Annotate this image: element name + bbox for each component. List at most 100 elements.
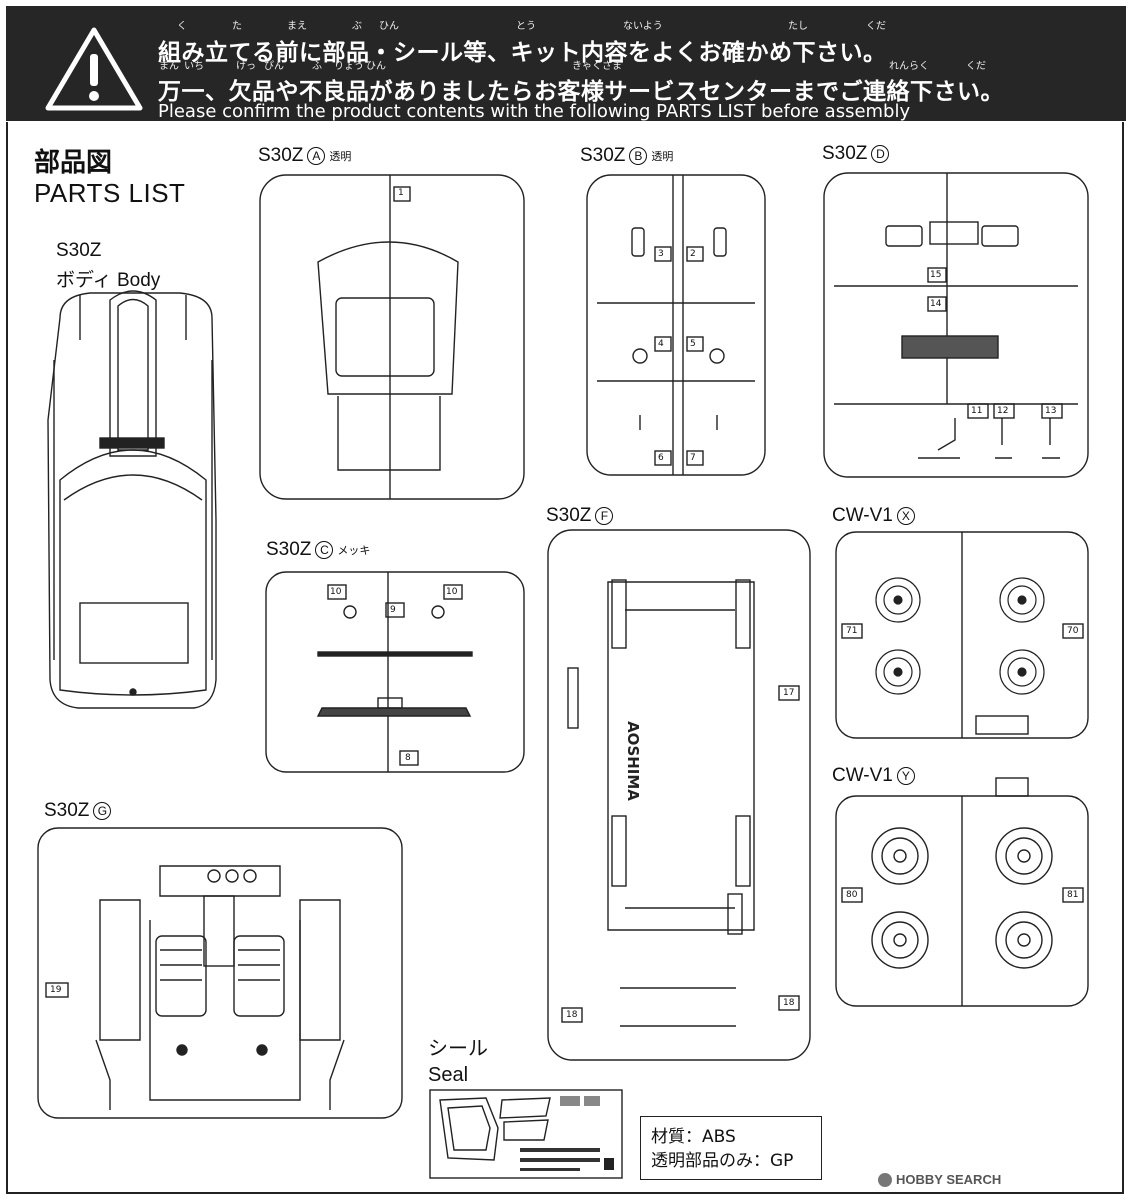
furigana: ぴん bbox=[264, 61, 284, 72]
sprue-model: S30Z bbox=[822, 143, 868, 164]
sprue-model: S30Z bbox=[44, 800, 90, 821]
furigana: たし bbox=[788, 21, 808, 32]
banner-line-3: Please confirm the product contents with… bbox=[158, 101, 911, 122]
sprue-f-label: S30Z F bbox=[546, 505, 614, 527]
body-drawing bbox=[47, 290, 217, 709]
seal-label: シール Seal bbox=[428, 1036, 488, 1088]
body-label: S30Z ボディ Body bbox=[56, 236, 160, 296]
part-number: 2 bbox=[690, 249, 696, 259]
sprue-f-drawing bbox=[547, 529, 811, 1061]
furigana: りょう bbox=[334, 61, 364, 72]
material-line: 透明部品のみ：GP bbox=[651, 1151, 794, 1171]
seal-label-jp: シール bbox=[428, 1038, 488, 1060]
furigana: けっ bbox=[236, 61, 256, 72]
sprue-note: メッキ bbox=[337, 545, 371, 557]
part-number: 10 bbox=[446, 587, 458, 597]
seal-label-en: Seal bbox=[428, 1064, 469, 1086]
part-number: 7 bbox=[690, 453, 696, 463]
furigana: ひん bbox=[366, 61, 386, 72]
warning-triangle-icon bbox=[45, 27, 143, 111]
part-number: 81 bbox=[1067, 890, 1079, 900]
part-number: 19 bbox=[50, 985, 62, 995]
banner-line-1: 組み立てる前に部品・シール等、キット内容をよくお確かめ下さい。 bbox=[158, 40, 887, 66]
furigana: きゃく bbox=[572, 61, 602, 72]
sprue-b-drawing bbox=[586, 174, 766, 476]
sprue-note: 透明 bbox=[651, 151, 674, 163]
warning-banner: く た まえ ぶ ひん とう ないよう たし くだ 組み立てる前に部品・シール等… bbox=[6, 6, 1126, 122]
part-number: 11 bbox=[971, 406, 983, 416]
part-number: 71 bbox=[846, 626, 858, 636]
part-number: 12 bbox=[997, 406, 1009, 416]
logo-icon bbox=[878, 1172, 892, 1187]
part-number: 80 bbox=[846, 890, 858, 900]
furigana: れんらく bbox=[889, 61, 929, 72]
part-number: 8 bbox=[405, 753, 411, 763]
furigana: た bbox=[232, 21, 242, 32]
page-frame bbox=[6, 122, 1124, 1194]
sprue-letter: C bbox=[315, 541, 334, 559]
material-info-box: 材質：ABS 透明部品のみ：GP bbox=[640, 1116, 822, 1180]
part-number: 10 bbox=[330, 587, 342, 597]
part-number: 9 bbox=[390, 605, 396, 615]
part-number: 70 bbox=[1067, 626, 1079, 636]
sprue-y-label: CW-V1 Y bbox=[832, 765, 915, 787]
part-number: 13 bbox=[1045, 406, 1057, 416]
sprue-y-drawing bbox=[835, 777, 1089, 1007]
page-title-en: PARTS LIST bbox=[34, 178, 186, 208]
sprue-letter: G bbox=[93, 802, 112, 820]
sprue-note: 透明 bbox=[329, 151, 352, 163]
part-number: 18 bbox=[783, 998, 795, 1008]
sprue-model: CW-V1 bbox=[832, 765, 893, 786]
sprue-model: S30Z bbox=[258, 145, 304, 166]
furigana: ふ bbox=[312, 61, 322, 72]
part-number: 5 bbox=[690, 339, 696, 349]
body-model: S30Z bbox=[56, 240, 102, 261]
part-number: 3 bbox=[658, 249, 664, 259]
furigana: いち bbox=[184, 61, 204, 72]
part-number: 17 bbox=[783, 688, 795, 698]
furigana: まえ bbox=[287, 21, 307, 32]
sprue-a-drawing bbox=[259, 174, 525, 500]
page-title-jp: 部品図 bbox=[34, 148, 113, 178]
material-line: 材質：ABS bbox=[651, 1127, 736, 1147]
furigana: ないよう bbox=[623, 21, 663, 32]
furigana: ぶ bbox=[352, 21, 362, 32]
sprue-letter: F bbox=[595, 507, 614, 525]
part-number: 15 bbox=[930, 270, 942, 280]
part-number: 18 bbox=[566, 1010, 578, 1020]
furigana: くだ bbox=[866, 21, 886, 32]
sprue-a-label: S30Z A 透明 bbox=[258, 145, 351, 167]
sprue-g-drawing bbox=[37, 827, 403, 1119]
part-number: 14 bbox=[930, 299, 942, 309]
sprue-model: CW-V1 bbox=[832, 505, 893, 526]
part-number: 1 bbox=[398, 188, 404, 198]
sprue-letter: X bbox=[896, 507, 915, 525]
sprue-d-label: S30Z D bbox=[822, 143, 890, 165]
sprue-b-label: S30Z B 透明 bbox=[580, 145, 673, 167]
furigana: さま bbox=[602, 61, 622, 72]
furigana: く bbox=[177, 21, 187, 32]
sprue-c-label: S30Z C メッキ bbox=[266, 539, 370, 561]
banner-line-2: 万一、欠品や不良品がありましたらお客様サービスセンターまでご連絡下さい。 bbox=[158, 79, 1004, 105]
sprue-letter: B bbox=[629, 147, 648, 165]
part-number: 6 bbox=[658, 453, 664, 463]
sprue-model: S30Z bbox=[546, 505, 592, 526]
decal-sheet-drawing bbox=[429, 1089, 623, 1179]
body-name: ボディ Body bbox=[56, 270, 161, 291]
sprue-x-label: CW-V1 X bbox=[832, 505, 915, 527]
furigana: まん bbox=[159, 61, 179, 72]
watermark-logo: HOBBY SEARCH bbox=[878, 1172, 1001, 1187]
furigana: とう bbox=[516, 21, 536, 32]
part-number: 4 bbox=[658, 339, 664, 349]
sprue-letter: A bbox=[307, 147, 326, 165]
brand-mark: AOSHIMA bbox=[624, 721, 642, 801]
sprue-d-drawing bbox=[823, 172, 1089, 478]
sprue-c-drawing bbox=[265, 571, 525, 773]
sprue-g-label: S30Z G bbox=[44, 800, 112, 822]
watermark-text: HOBBY SEARCH bbox=[896, 1172, 1002, 1187]
sprue-x-drawing bbox=[835, 531, 1089, 739]
furigana: ひん bbox=[379, 21, 399, 32]
sprue-model: S30Z bbox=[580, 145, 626, 166]
furigana: くだ bbox=[966, 61, 986, 72]
